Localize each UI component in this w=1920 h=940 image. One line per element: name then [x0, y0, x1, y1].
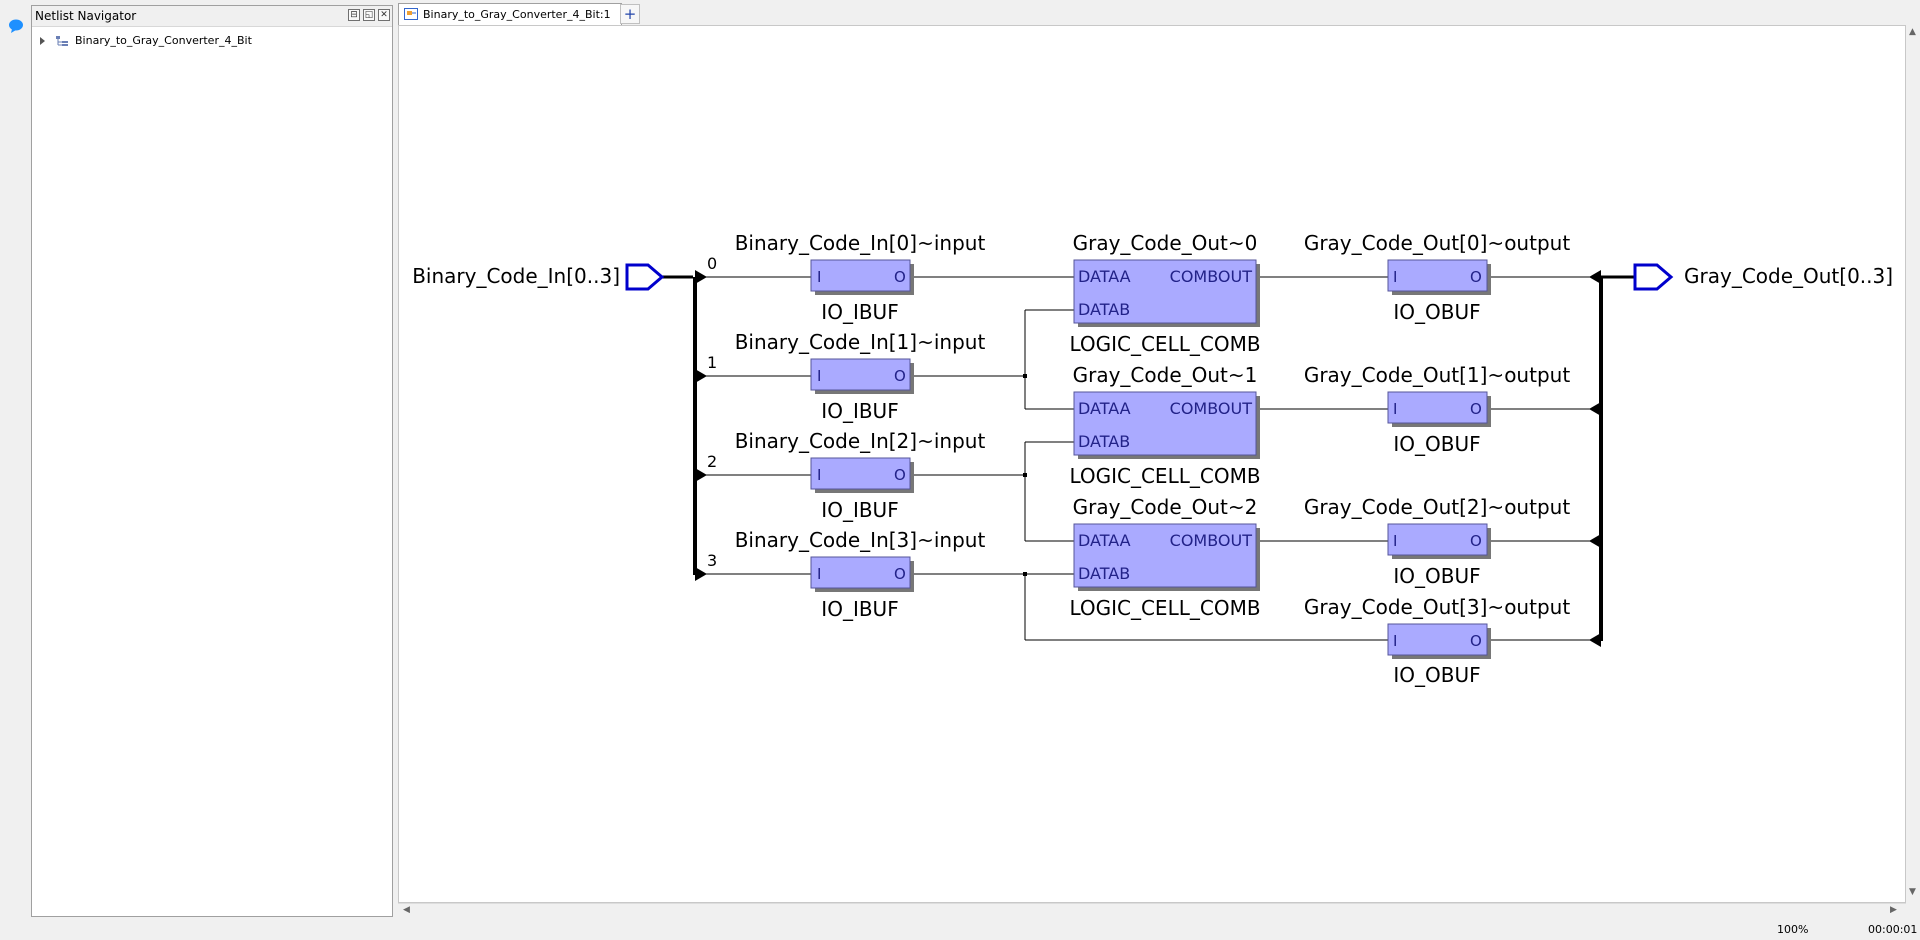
ibuf-pin-in: I: [817, 268, 821, 286]
obuf-block-1[interactable]: I O Gray_Code_Out[1]~output IO_OBUF: [1304, 363, 1570, 456]
obuf-instance-name: Gray_Code_Out[1]~output: [1304, 363, 1570, 387]
obuf-pin-in: I: [1393, 532, 1397, 550]
float-icon[interactable]: ◱: [363, 9, 375, 21]
netlist-navigator-header: Netlist Navigator ⊟ ◱ ✕: [32, 6, 392, 27]
expand-arrow-icon[interactable]: [40, 36, 45, 45]
schematic-canvas[interactable]: Binary_Code_In[0..3] Gray_Code_Out[0..3]…: [398, 25, 1906, 903]
ibuf-type-label: IO_IBUF: [821, 300, 898, 324]
obuf-pin-in: I: [1393, 268, 1397, 286]
logic-pin-a: DATAA: [1078, 399, 1131, 418]
ibuf-type-label: IO_IBUF: [821, 498, 898, 522]
schematic-diagram[interactable]: Binary_Code_In[0..3] Gray_Code_Out[0..3]…: [399, 26, 1905, 902]
obuf-pin-out: O: [1470, 632, 1482, 650]
logic-pin-out: COMBOUT: [1170, 267, 1253, 286]
logic-type-label: LOGIC_CELL_COMB: [1069, 596, 1260, 620]
ibuf-type-label: IO_IBUF: [821, 597, 898, 621]
schematic-tab-icon: [404, 8, 418, 20]
obuf-pin-in: I: [1393, 400, 1397, 418]
tab-bar: Binary_to_Gray_Converter_4_Bit:1 +: [398, 3, 1918, 25]
logic-instance-name: Gray_Code_Out~1: [1073, 363, 1258, 387]
obuf-type-label: IO_OBUF: [1393, 663, 1480, 687]
horizontal-scrollbar[interactable]: ◀ ▶: [398, 903, 1906, 917]
obuf-type-label: IO_OBUF: [1393, 300, 1480, 324]
ibuf-pin-in: I: [817, 367, 821, 385]
logic-pin-b: DATAB: [1078, 300, 1130, 319]
bus-bit-label: 2: [707, 452, 717, 471]
ibuf-pin-in: I: [817, 565, 821, 583]
ibuf-pin-out: O: [894, 565, 906, 583]
output-port-label: Gray_Code_Out[0..3]: [1684, 264, 1893, 288]
bus-tap-arrows: [695, 270, 1601, 647]
obuf-pin-out: O: [1470, 268, 1482, 286]
logic-type-label: LOGIC_CELL_COMB: [1069, 464, 1260, 488]
logic-type-label: LOGIC_CELL_COMB: [1069, 332, 1260, 356]
ibuf-instance-name: Binary_Code_In[0]~input: [735, 231, 986, 255]
logic-pin-out: COMBOUT: [1170, 531, 1253, 550]
pin-icon[interactable]: ⊟: [348, 9, 360, 21]
obuf-pin-out: O: [1470, 400, 1482, 418]
logic-pin-b: DATAB: [1078, 432, 1130, 451]
logic-cell-block-2[interactable]: DATAA DATAB COMBOUT Gray_Code_Out~2 LOGI…: [1069, 495, 1260, 620]
obuf-instance-name: Gray_Code_Out[3]~output: [1304, 595, 1570, 619]
elapsed-time: 00:00:01: [1868, 923, 1918, 936]
logic-pin-a: DATAA: [1078, 267, 1131, 286]
zoom-level: 100%: [1777, 923, 1809, 936]
logic-cell-block-1[interactable]: DATAA DATAB COMBOUT Gray_Code_Out~1 LOGI…: [1069, 363, 1260, 488]
tab-label: Binary_to_Gray_Converter_4_Bit:1: [423, 8, 611, 21]
ibuf-instance-name: Binary_Code_In[1]~input: [735, 330, 986, 354]
chat-bubble-icon[interactable]: [7, 18, 25, 34]
scroll-left-icon[interactable]: ◀: [403, 905, 410, 915]
ibuf-pin-out: O: [894, 367, 906, 385]
obuf-instance-name: Gray_Code_Out[2]~output: [1304, 495, 1570, 519]
add-tab-button[interactable]: +: [620, 4, 640, 24]
output-port[interactable]: [1633, 263, 1674, 291]
bus-bit-label: 3: [707, 551, 717, 570]
ibuf-instance-name: Binary_Code_In[3]~input: [735, 528, 986, 552]
wires: [661, 275, 1635, 641]
obuf-block-2[interactable]: I O Gray_Code_Out[2]~output IO_OBUF: [1304, 495, 1570, 588]
close-icon[interactable]: ✕: [378, 9, 390, 21]
logic-instance-name: Gray_Code_Out~0: [1073, 231, 1258, 255]
obuf-type-label: IO_OBUF: [1393, 432, 1480, 456]
obuf-pin-out: O: [1470, 532, 1482, 550]
scroll-down-icon[interactable]: ▼: [1909, 887, 1916, 897]
ibuf-pin-in: I: [817, 466, 821, 484]
bus-bit-label: 0: [707, 254, 717, 273]
logic-pin-out: COMBOUT: [1170, 399, 1253, 418]
bus-bit-label: 1: [707, 353, 717, 372]
status-bar: 100% 00:00:01: [0, 917, 1920, 940]
obuf-block-0[interactable]: I O Gray_Code_Out[0]~output IO_OBUF: [1304, 231, 1570, 324]
input-port[interactable]: [625, 263, 665, 291]
logic-pin-a: DATAA: [1078, 531, 1131, 550]
obuf-instance-name: Gray_Code_Out[0]~output: [1304, 231, 1570, 255]
vertical-scrollbar[interactable]: ▲ ▼: [1906, 25, 1920, 903]
logic-instance-name: Gray_Code_Out~2: [1073, 495, 1258, 519]
scroll-right-icon[interactable]: ▶: [1890, 905, 1897, 915]
junction-dots: [1023, 374, 1027, 576]
ibuf-block-0[interactable]: I O Binary_Code_In[0]~input IO_IBUF: [735, 231, 986, 324]
left-toolstrip: [0, 0, 30, 915]
ibuf-type-label: IO_IBUF: [821, 399, 898, 423]
logic-pin-b: DATAB: [1078, 564, 1130, 583]
tree-item-label: Binary_to_Gray_Converter_4_Bit: [75, 34, 252, 47]
netlist-navigator-panel: Netlist Navigator ⊟ ◱ ✕ Binary_to_Gray_C…: [31, 5, 393, 917]
ibuf-block-1[interactable]: I O Binary_Code_In[1]~input IO_IBUF: [735, 330, 986, 423]
obuf-type-label: IO_OBUF: [1393, 564, 1480, 588]
ibuf-pin-out: O: [894, 466, 906, 484]
obuf-pin-in: I: [1393, 632, 1397, 650]
tab-schematic[interactable]: Binary_to_Gray_Converter_4_Bit:1: [398, 3, 622, 25]
panel-title: Netlist Navigator: [35, 9, 137, 23]
logic-cell-block-0[interactable]: DATAA DATAB COMBOUT Gray_Code_Out~0 LOGI…: [1069, 231, 1260, 356]
ibuf-pin-out: O: [894, 268, 906, 286]
obuf-block-3[interactable]: I O Gray_Code_Out[3]~output IO_OBUF: [1304, 595, 1570, 687]
scroll-up-icon[interactable]: ▲: [1909, 27, 1916, 37]
ibuf-instance-name: Binary_Code_In[2]~input: [735, 429, 986, 453]
ibuf-block-3[interactable]: I O Binary_Code_In[3]~input IO_IBUF: [735, 528, 986, 621]
input-port-label: Binary_Code_In[0..3]: [412, 264, 620, 288]
tree-item-root[interactable]: Binary_to_Gray_Converter_4_Bit: [40, 34, 252, 47]
hierarchy-icon: [56, 35, 68, 46]
ibuf-block-2[interactable]: I O Binary_Code_In[2]~input IO_IBUF: [735, 429, 986, 522]
